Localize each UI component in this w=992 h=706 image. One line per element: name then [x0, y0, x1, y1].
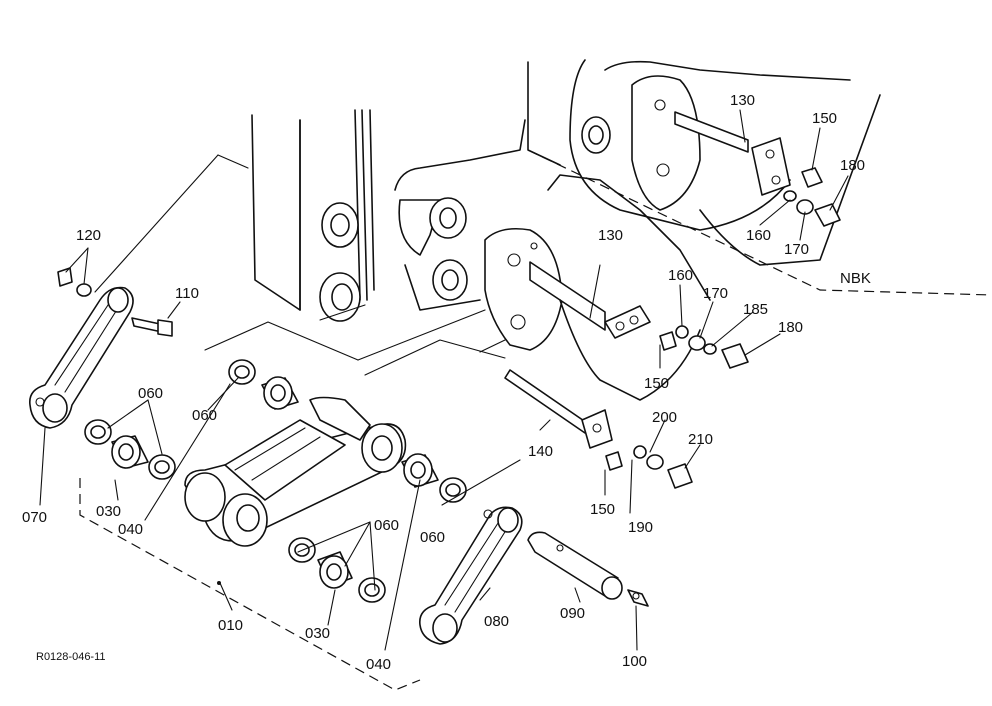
label-180-a: 180	[840, 157, 865, 174]
lift-arm-080	[418, 506, 523, 645]
grease-nipple-100	[627, 589, 649, 607]
hardware-center-right	[659, 325, 749, 369]
label-190: 190	[628, 519, 653, 536]
mast-column	[251, 109, 375, 322]
label-060-a: 060	[138, 385, 163, 402]
label-030-b: 030	[305, 625, 330, 642]
label-120: 120	[76, 227, 101, 244]
nuts-120	[57, 267, 92, 297]
label-140: 140	[528, 443, 553, 460]
bushing-030-left	[111, 435, 149, 469]
label-200: 200	[652, 409, 677, 426]
pin-140	[504, 369, 693, 489]
label-060-c: 060	[374, 517, 399, 534]
leader-lines	[39, 109, 849, 651]
label-090: 090	[560, 605, 585, 622]
label-010: 010	[218, 617, 243, 634]
label-060-b: 060	[192, 407, 217, 424]
label-150-a: 150	[812, 110, 837, 127]
label-070: 070	[22, 509, 47, 526]
bolt-110	[131, 317, 173, 337]
label-040-a: 040	[118, 521, 143, 538]
label-060-d: 060	[420, 529, 445, 546]
part-labels: 120 110 060 060 070 030 040 010 060 060 …	[22, 92, 871, 673]
label-160-a: 160	[746, 227, 771, 244]
label-110: 110	[175, 285, 199, 302]
label-100: 100	[622, 653, 647, 670]
label-180-b: 180	[778, 319, 803, 336]
bushing-040-upper	[261, 376, 299, 410]
bushing-040-right	[401, 453, 439, 488]
label-130-a: 130	[730, 92, 755, 109]
rockshaft-010	[184, 396, 407, 585]
label-170-a: 170	[784, 241, 809, 258]
drawing-reference: R0128-046-11	[36, 651, 106, 663]
label-185: 185	[743, 301, 768, 318]
label-030-a: 030	[96, 503, 121, 520]
label-150-c: 150	[590, 501, 615, 518]
collar-060-lower-2	[358, 577, 386, 603]
label-160-b: 160	[668, 267, 693, 284]
lift-arm-070	[28, 286, 134, 429]
collar-060-left	[84, 419, 112, 445]
assembly-outline	[79, 149, 992, 691]
label-130-b: 130	[598, 227, 623, 244]
lift-bracket-top	[527, 59, 881, 266]
label-040-b: 040	[366, 656, 391, 673]
lift-bracket-center	[394, 119, 711, 401]
label-150-b: 150	[644, 375, 669, 392]
collar-060-right	[439, 477, 467, 503]
label-080: 080	[484, 613, 509, 630]
pin-090	[527, 531, 623, 600]
plate-130-center	[604, 305, 651, 339]
collar-060-left-2	[148, 454, 176, 480]
hardware-top-right	[783, 167, 841, 227]
label-170-b: 170	[703, 285, 728, 302]
plate-130-top	[751, 137, 791, 196]
label-210: 210	[688, 431, 713, 448]
collar-060-upper	[228, 359, 256, 385]
label-nbk: NBK	[840, 270, 871, 287]
bushing-030-lower	[317, 551, 353, 589]
